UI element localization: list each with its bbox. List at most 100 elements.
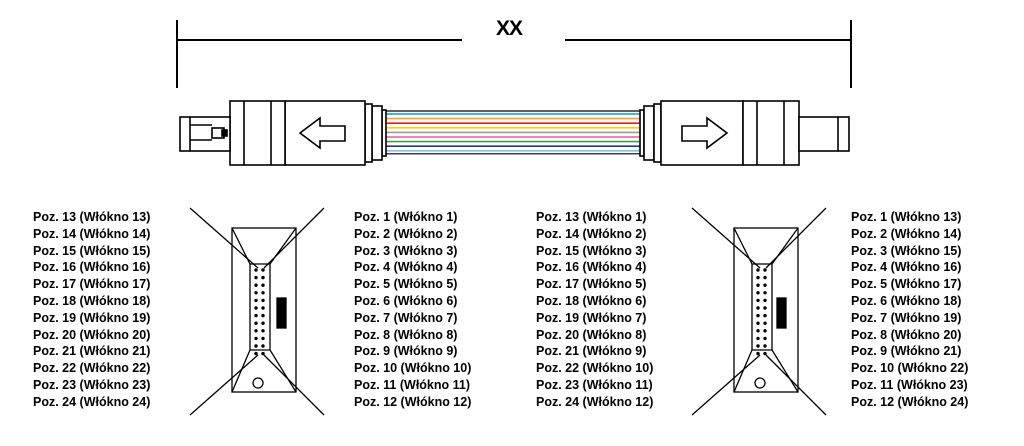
fiber-end-dot [254, 291, 258, 295]
fiber-end-dot [254, 336, 258, 341]
left-leader-bottom-right [263, 354, 325, 416]
fiber-end-dot [763, 275, 767, 280]
position-label: Poz. 4 (Włókno 16) [851, 260, 962, 275]
position-label: Poz. 14 (Włókno 2) [536, 226, 647, 241]
fiber-end-dot [763, 351, 767, 356]
position-label: Poz. 18 (Włókno 6) [536, 293, 647, 308]
left-connector [179, 100, 387, 166]
position-label: Poz. 16 (Włókno 4) [536, 260, 647, 275]
position-label: Poz. 11 (Włókno 23) [851, 377, 968, 392]
position-label: Poz. 8 (Włókno 20) [851, 327, 962, 342]
position-label: Poz. 18 (Włókno 18) [33, 293, 151, 308]
right-leader-bottom-right [765, 354, 827, 416]
fiber-end-dot [756, 329, 760, 333]
fiber-end-dot [254, 275, 258, 280]
arrow-right-icon [681, 116, 729, 150]
fiber-end-dot [756, 268, 760, 272]
fiber-end-dot [254, 313, 258, 318]
arrow-left-icon [298, 116, 346, 150]
right-ferrule-outline [733, 227, 799, 393]
fiber-end-dot [261, 321, 265, 325]
position-label: Poz. 24 (Włókno 24) [33, 394, 151, 409]
position-label: Poz. 5 (Włókno 17) [851, 277, 962, 292]
right-leader-top-right [765, 207, 827, 269]
fiber-end-dot [763, 291, 767, 295]
fiber-end-dot [254, 344, 258, 348]
position-label: Poz. 9 (Włókno 21) [851, 344, 962, 359]
fiber-end-dot [261, 336, 265, 341]
fiber-end-dot [261, 291, 265, 295]
left-pinout-right-labels: Poz. 1 (Włókno 1) Poz. 2 (Włókno 2) Poz. 3… [354, 209, 471, 411]
position-label: Poz. 15 (Włókno 15) [33, 243, 151, 258]
fiber-end-dot [254, 321, 258, 325]
position-label: Poz. 2 (Włókno 2) [354, 226, 458, 241]
position-label: Poz. 7 (Włókno 19) [851, 310, 962, 325]
position-label: Poz. 21 (Włókno 9) [536, 344, 647, 359]
fiber-end-dot [756, 306, 760, 310]
position-label: Poz. 8 (Włókno 8) [354, 327, 458, 342]
position-label: Poz. 3 (Włókno 15) [851, 243, 962, 258]
position-label: Poz. 14 (Włókno 14) [33, 226, 151, 241]
position-label: Poz. 3 (Włókno 3) [354, 243, 458, 258]
left-pinout-face [189, 207, 325, 416]
fiber-end-dot [756, 321, 760, 325]
fiber-end-dot [763, 313, 767, 318]
fiber-end-dot [763, 268, 767, 272]
left-leader-top-right [263, 207, 325, 269]
left-leader-top-left [189, 207, 259, 269]
fiber-end-dot [756, 351, 760, 356]
position-label: Poz. 16 (Włókno 16) [33, 260, 151, 275]
fiber-end-dot [756, 298, 760, 303]
left-ferrule-outline [231, 227, 297, 393]
position-label: Poz. 15 (Włókno 3) [536, 243, 647, 258]
fiber-end-dot [254, 298, 258, 303]
left-ferrule-funnel [231, 227, 251, 393]
left-fiber-dots [254, 268, 265, 356]
fiber-end-dot [261, 275, 265, 280]
right-pinout-right-labels: Poz. 1 (Włókno 13) Poz. 2 (Włókno 14) Poz.… [851, 209, 968, 411]
fiber-end-dot [261, 306, 265, 310]
right-leader-top-left [691, 207, 761, 269]
fiber-end-dot [261, 298, 265, 303]
position-label: Poz. 22 (Włókno 22) [33, 361, 151, 376]
fiber-end-dot [756, 291, 760, 295]
position-label: Poz. 13 (Włókno 1) [536, 210, 647, 224]
position-label: Poz. 21 (Włókno 21) [33, 344, 151, 359]
fiber-end-dot [261, 344, 265, 348]
position-label: Poz. 1 (Włókno 13) [851, 210, 962, 224]
position-label: Poz. 7 (Włókno 7) [354, 310, 458, 325]
position-label: Poz. 12 (Włókno 24) [851, 394, 969, 409]
position-label: Poz. 23 (Włókno 11) [536, 377, 653, 392]
position-label: Poz. 2 (Włókno 14) [851, 226, 962, 241]
fiber-bundle [386, 110, 640, 155]
position-label: Poz. 6 (Włókno 18) [851, 293, 962, 308]
right-key-marker [776, 297, 787, 329]
position-label: Poz. 24 (Włókno 12) [536, 394, 654, 409]
position-label: Poz. 6 (Włókno 6) [354, 293, 458, 308]
fiber-end-dot [756, 313, 760, 318]
right-leader-bottom-left [691, 354, 761, 416]
right-pinout-left-labels: Poz. 13 (Włókno 1) Poz. 14 (Włókno 2) Poz.… [536, 209, 653, 411]
left-key-marker [276, 297, 287, 329]
left-connector-collar [229, 100, 286, 166]
fiber-end-dot [763, 321, 767, 325]
position-label: Poz. 20 (Włókno 8) [536, 327, 647, 342]
fiber-end-dot [756, 275, 760, 280]
fiber-end-dot [254, 283, 258, 287]
right-connector-collar [742, 100, 800, 166]
left-pinout-left-labels: Poz. 13 (Włókno 13) Poz. 14 (Włókno 14) Po… [33, 209, 150, 411]
position-label: Poz. 1 (Włókno 1) [354, 210, 458, 224]
right-pinout-face [691, 207, 827, 416]
fiber-end-dot [261, 313, 265, 318]
fiber-end-dot [261, 351, 265, 356]
fiber-end-dot [763, 298, 767, 303]
position-label: Poz. 13 (Włókno 13) [33, 210, 151, 224]
position-label: Poz. 9 (Włókno 9) [354, 344, 458, 359]
fiber-end-dot [756, 283, 760, 287]
fiber-end-dot [254, 306, 258, 310]
position-label: Poz. 17 (Włókno 17) [33, 277, 151, 292]
position-label: Poz. 23 (Włókno 23) [33, 377, 151, 392]
right-fiber-dots [756, 268, 767, 356]
fiber-end-dot [756, 336, 760, 341]
position-label: Poz. 10 (Włókno 10) [354, 361, 472, 376]
